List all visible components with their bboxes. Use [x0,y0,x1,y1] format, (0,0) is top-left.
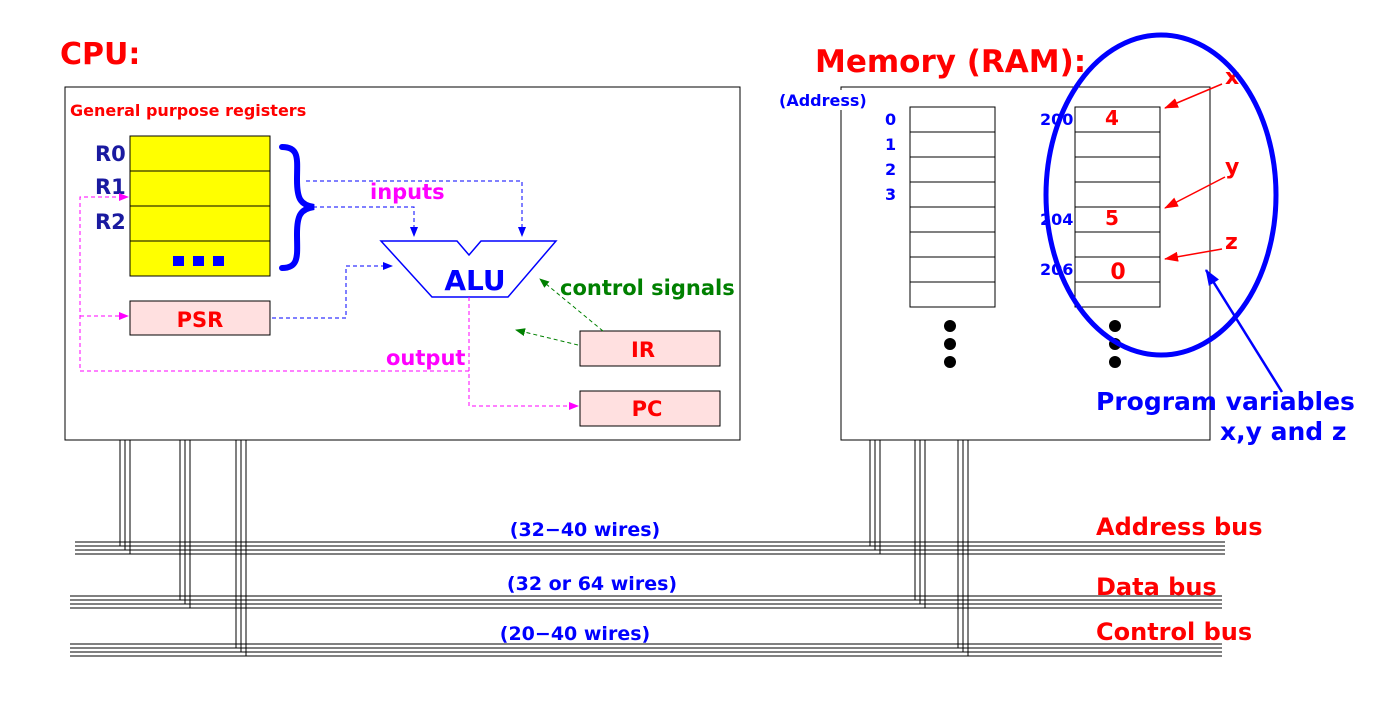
value-x: 4 [1105,106,1119,130]
memory-box [840,86,1211,441]
register-file [129,135,271,277]
value-y: 5 [1105,206,1119,230]
variables-annotation-line2: x,y and z [1220,417,1346,446]
output-arrows [79,193,579,410]
alu-shape [379,240,558,298]
cpu-title: CPU: [60,37,140,72]
control-bus-wires: (20−40 wires) [500,623,650,645]
register-ellipsis-dot [213,256,224,266]
control-signal-arrows [515,278,604,346]
variables-annotation-line1: Program variables [1096,387,1355,416]
memory-continuation-dots-left [944,320,956,368]
registers-label: General purpose registers [70,101,306,120]
variables-highlight-ellipse [1043,32,1279,358]
register-r0-label: R0 [95,142,126,166]
value-z: 0 [1110,260,1125,285]
data-bus-wires: (32 or 64 wires) [507,573,677,595]
psr-label: PSR [177,308,224,332]
address-3: 3 [885,185,896,204]
memory-title: Memory (RAM): [815,44,1086,80]
register-ellipsis-dot [173,256,184,266]
inputs-arrows [272,180,526,319]
address-2: 2 [885,160,896,179]
variables-annotation-arrow [1204,269,1284,393]
pc-label: PC [632,397,663,421]
ir-label: IR [631,338,655,362]
psr-register [129,300,271,336]
register-ellipsis-dot [193,256,204,266]
address-200: 200 [1040,110,1073,129]
alu-label: ALU [444,264,505,297]
cpu-box [64,86,741,441]
bus-wires [70,440,1225,657]
address-0: 0 [885,110,896,129]
memory-column-left [909,106,996,308]
variable-arrows [1164,83,1226,262]
address-label: (Address) [779,91,867,110]
control-bus-label: Control bus [1096,618,1252,646]
register-r2-label: R2 [95,210,126,234]
output-label: output [386,346,465,370]
address-bus-label: Address bus [1096,513,1263,541]
ir-register [579,330,721,367]
var-z-label: z [1225,230,1238,255]
inputs-label: inputs [370,180,445,204]
address-1: 1 [885,135,896,154]
register-r1-label: R1 [95,175,126,199]
data-bus-label: Data bus [1096,573,1217,601]
control-signals-label: control signals [560,276,735,300]
address-bus-wires: (32−40 wires) [510,519,660,541]
pc-register [579,390,721,427]
var-y-label: y [1225,155,1239,180]
memory-column-right [1074,106,1161,308]
